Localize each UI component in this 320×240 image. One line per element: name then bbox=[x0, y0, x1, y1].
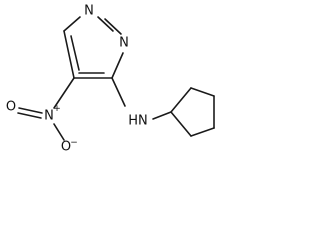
atom-o-single: O bbox=[61, 140, 71, 155]
bond-c5-nitro-n bbox=[53, 77, 75, 109]
bond-cp-4-5 bbox=[190, 127, 215, 137]
bond-c5-c6-double bbox=[70, 35, 80, 71]
atom-n-ring-top: N bbox=[84, 4, 94, 19]
nitro-group bbox=[17, 77, 75, 141]
chemical-structure: N N N + O O − HN bbox=[6, 4, 215, 155]
charge-nitro-n: + bbox=[53, 104, 61, 114]
bond-cp-2-3 bbox=[190, 87, 215, 97]
atom-n-nitro: N bbox=[44, 109, 54, 124]
atom-n-ring-right: N bbox=[119, 36, 129, 51]
atom-o-double: O bbox=[6, 100, 16, 115]
bond-c6-n1 bbox=[63, 16, 81, 32]
bond-n3-c4 bbox=[111, 52, 124, 79]
bond-c2-n3-double bbox=[104, 18, 122, 35]
bond-cp-1-2 bbox=[170, 87, 192, 113]
pyrimidine-ring bbox=[63, 16, 124, 79]
cyclopentylamine bbox=[111, 77, 215, 137]
bond-n1-c2 bbox=[97, 16, 114, 32]
atom-amine-hn: HN bbox=[128, 114, 148, 129]
bond-nitro-n-o-upper bbox=[18, 107, 43, 114]
bond-nitro-n-o-upper-double bbox=[17, 112, 42, 119]
bond-nitro-n-o-lower bbox=[53, 123, 65, 141]
charge-o-single: − bbox=[70, 138, 78, 148]
bond-cp-5-1 bbox=[170, 111, 192, 137]
bond-c5-c6 bbox=[63, 30, 75, 79]
bond-nh-c1prime bbox=[152, 111, 172, 120]
bond-c4-nh bbox=[111, 77, 126, 107]
